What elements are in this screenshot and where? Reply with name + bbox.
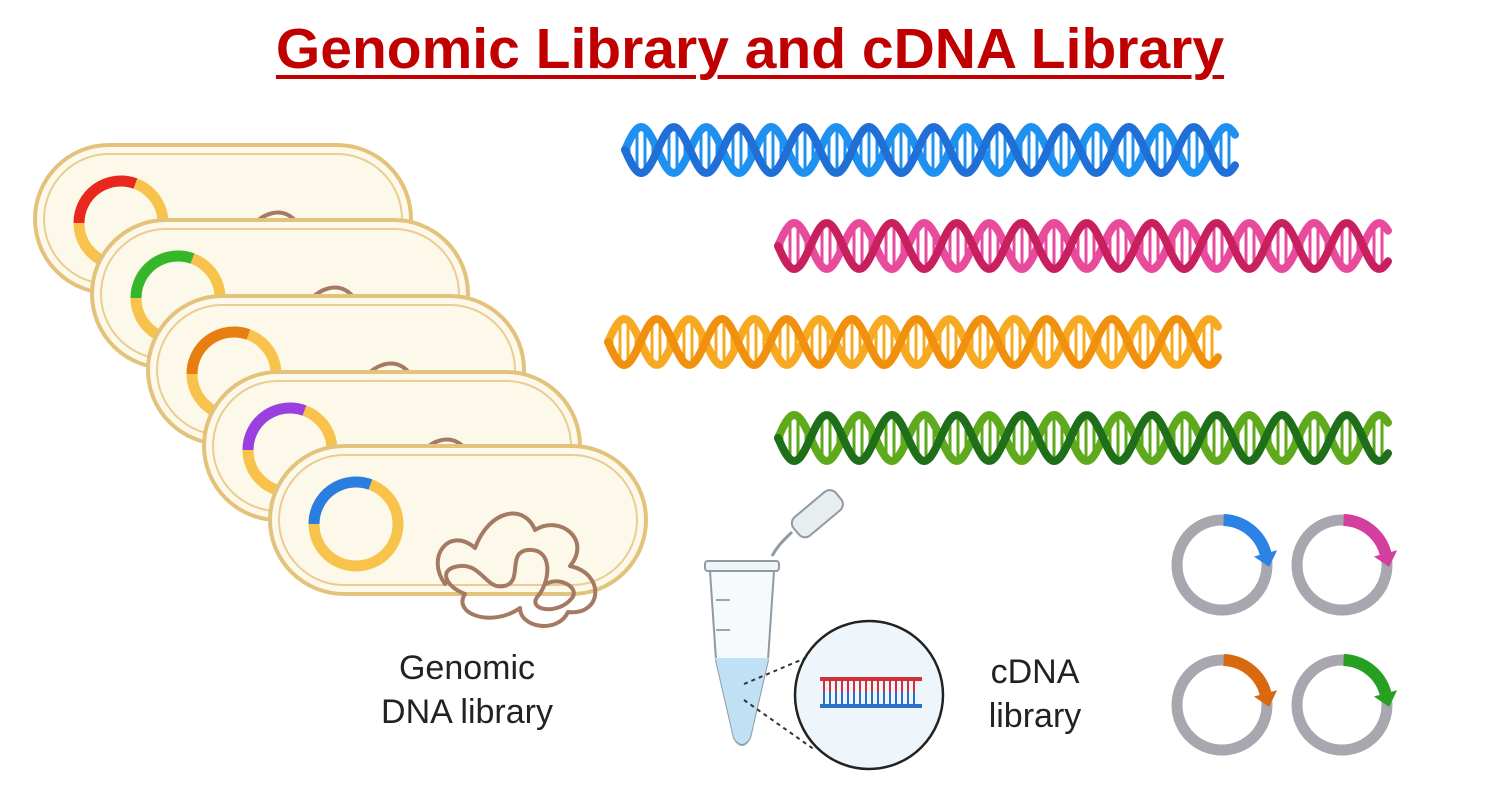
genomic-label-line1: Genomic — [398, 649, 536, 687]
bacterium-5 — [268, 444, 648, 628]
plasmid-insert — [1223, 654, 1272, 696]
tube-rim — [704, 560, 780, 572]
plasmid-insert — [186, 326, 251, 375]
cell-membrane — [278, 454, 638, 586]
plasmid-insert — [1343, 654, 1392, 696]
cdna-label-line1: cDNA — [990, 653, 1080, 691]
backbone-strand-2 — [774, 410, 1392, 466]
cap-hinge — [770, 530, 794, 557]
zoom-line — [743, 699, 816, 751]
backbone-strand-1 — [774, 218, 1392, 274]
backbone-strand-1 — [621, 122, 1239, 178]
plasmid-insert — [1223, 514, 1272, 556]
backbone-strand-2 — [774, 218, 1392, 274]
plasmid-insert — [73, 175, 138, 224]
genomic-dna-library-label: Genomic DNA library — [352, 646, 582, 734]
insert-arrowhead — [1253, 690, 1278, 707]
cdna-magnified-inset — [743, 619, 945, 771]
cell-wall — [268, 444, 648, 596]
cdna-label-line2: library — [988, 697, 1082, 735]
insert-arrowhead — [1373, 550, 1398, 567]
cdna-plasmid-1 — [1171, 514, 1278, 616]
insert-arrowhead — [1373, 690, 1398, 707]
dna-helix-1 — [621, 122, 1239, 178]
cdna-plasmid-3 — [1171, 654, 1278, 756]
microcentrifuge-tube — [704, 489, 844, 746]
backbone-strand-2 — [621, 122, 1239, 178]
tube-liquid — [714, 658, 770, 744]
dna-helix-3 — [604, 314, 1222, 370]
cdna-library-label: cDNA library — [960, 650, 1110, 738]
dna-helix-2 — [774, 218, 1392, 274]
inset-circle — [793, 619, 945, 771]
insert-arrowhead — [1253, 550, 1278, 567]
plasmid-insert — [308, 476, 373, 525]
backbone-strand-1 — [774, 410, 1392, 466]
backbone-strand-2 — [604, 314, 1222, 370]
genomic-label-line2: DNA library — [381, 693, 553, 731]
plasmid-insert — [242, 402, 307, 451]
cdna-plasmid-4 — [1291, 654, 1398, 756]
backbone-strand-1 — [604, 314, 1222, 370]
plasmid-insert — [1343, 514, 1392, 556]
tube-cap — [790, 489, 844, 539]
page-title: Genomic Library and cDNA Library — [275, 17, 1225, 81]
cdna-plasmid-2 — [1291, 514, 1398, 616]
chromosome — [435, 511, 598, 628]
plasmid-insert — [130, 250, 195, 299]
dna-helix-4 — [774, 410, 1392, 466]
